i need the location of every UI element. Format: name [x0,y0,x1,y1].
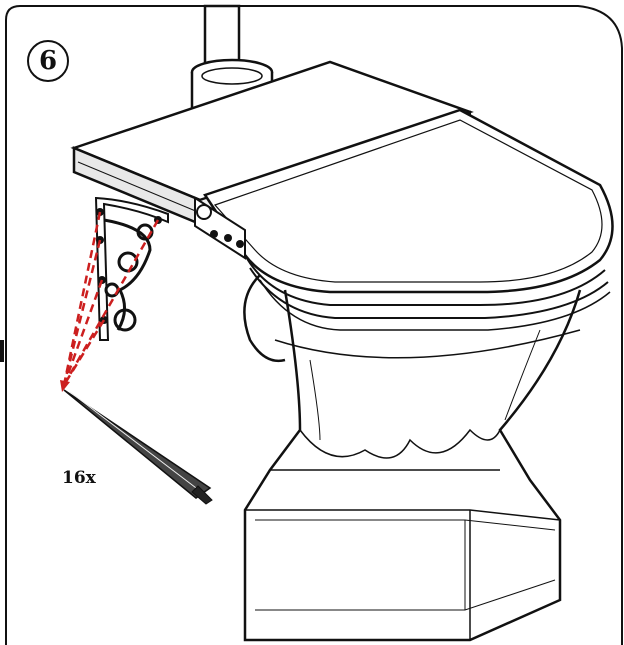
screw-guide-lines [62,211,160,386]
frame-border [5,5,623,645]
frame-edge-mark [0,340,4,362]
screw-icon [63,389,213,505]
arrow-tip [60,380,70,392]
quantity-label: 16x [62,468,96,488]
wall-bracket-icon [94,196,169,341]
toilet-bowl-icon [243,274,582,642]
step-number-badge: 6 [27,40,69,82]
toilet-seat-lid-icon [194,108,614,331]
